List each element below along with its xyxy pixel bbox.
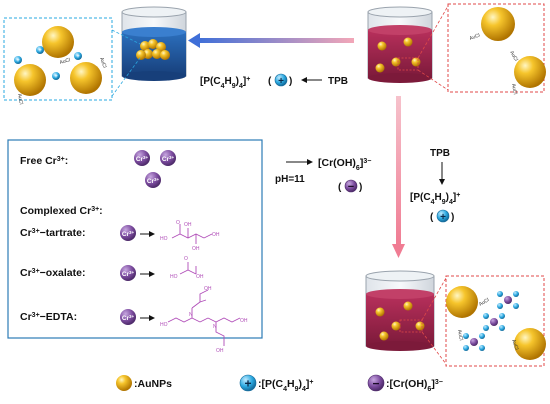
ion-pair-cluster — [483, 313, 505, 331]
oxalate-structure — [179, 262, 197, 275]
svg-text:OH: OH — [192, 246, 200, 252]
legend-minus-icon — [367, 374, 385, 392]
svg-text:+: + — [440, 212, 446, 223]
legend: :AuNPs + :[P(C4H9)4]+ − :[Cr(OH)6]3− — [116, 374, 443, 393]
legend-plus-icon — [239, 374, 257, 392]
arrow-redispersion — [392, 96, 405, 258]
svg-text:AuCl: AuCl — [508, 50, 519, 62]
ligand-label: AuCl — [508, 50, 519, 62]
svg-text:): ) — [359, 182, 362, 193]
svg-text:AuCl: AuCl — [510, 339, 519, 351]
dispersed-aunps-bottom — [375, 301, 425, 341]
legend-anion: :[Cr(OH)6]3− — [386, 378, 443, 393]
svg-text:HO: HO — [160, 322, 168, 328]
ligand-label: AuCl — [510, 339, 519, 351]
ligand-label: AuCl — [510, 83, 518, 95]
top-reagent-label: [P(C4H9)4]+ ( + ) TPB — [200, 73, 348, 90]
svg-text:TPB: TPB — [430, 148, 450, 159]
svg-text:): ) — [451, 212, 454, 223]
svg-text:+: + — [16, 58, 20, 64]
zoom-box-aggregated: + + + + AuCl AuCl AuCl — [3, 17, 141, 105]
aggregated-aunps — [136, 39, 170, 60]
svg-text:AuCl: AuCl — [478, 297, 490, 308]
svg-text:OH: OH — [212, 232, 220, 238]
arrow-aggregation — [188, 33, 354, 48]
svg-text:AuCl: AuCl — [16, 93, 24, 105]
legend-aunp-icon — [116, 375, 132, 391]
chromium-hydroxide-label: [Cr(OH)6]3− — [318, 157, 371, 172]
svg-text:): ) — [289, 76, 292, 87]
beaker-blue — [121, 6, 187, 81]
svg-text:AuCl: AuCl — [98, 57, 107, 69]
row-oxalate-label: Cr3+−oxalate: — [20, 267, 85, 279]
svg-text:AuCl: AuCl — [510, 83, 518, 95]
dispersed-aunps — [375, 37, 421, 73]
tpb-top: TPB — [328, 76, 348, 87]
svg-text:(: ( — [430, 212, 434, 223]
svg-text:O: O — [176, 220, 180, 226]
svg-text:(: ( — [338, 182, 342, 193]
svg-text:AuCl: AuCl — [59, 57, 71, 66]
zoom-box-dispersed-bottom: AuCl AuCl AuCl — [421, 275, 546, 367]
ligand-label: AuCl — [469, 33, 481, 42]
svg-text:AuCl: AuCl — [456, 329, 464, 341]
svg-text:OH: OH — [196, 274, 204, 280]
svg-text:(: ( — [268, 76, 272, 87]
svg-text:+: + — [244, 377, 251, 391]
svg-text:HO: HO — [170, 274, 178, 280]
zoom-box-dispersed-top: AuCl AuCl AuCl — [417, 3, 546, 95]
svg-text:+: + — [278, 76, 284, 87]
svg-text:N: N — [213, 324, 217, 330]
ligand-label: AuCl — [98, 57, 107, 69]
svg-text:OH: OH — [204, 286, 212, 292]
svg-text:OH: OH — [240, 318, 248, 324]
free-cr-title: Free Cr3+: — [20, 155, 68, 167]
ligand-label: AuCl — [59, 57, 71, 66]
ligand-label: AuCl — [456, 329, 464, 341]
ph-label: pH=11 — [275, 174, 305, 185]
svg-text:+: + — [38, 48, 42, 54]
svg-text:Cr3+: Cr3+ — [122, 270, 135, 279]
legend-aunps: :AuNPs — [134, 378, 172, 390]
beaker-red-bottom — [365, 270, 435, 351]
legend-cation: :[P(C4H9)4]+ — [258, 378, 313, 393]
ion-pair-cluster — [497, 291, 519, 309]
svg-text:+: + — [76, 54, 80, 60]
svg-text:Cr3+: Cr3+ — [162, 155, 175, 164]
species-box: Free Cr3+: Cr3+ Cr3+ Cr3+ Complexed Cr3+… — [7, 139, 263, 354]
svg-text:OH: OH — [216, 348, 224, 354]
svg-text:[P(C4H9)4]+: [P(C4H9)4]+ — [200, 76, 250, 90]
complexed-cr-title: Complexed Cr3+: — [20, 205, 103, 217]
free-cr-ions: Cr3+ Cr3+ Cr3+ — [134, 150, 176, 188]
svg-text:−: − — [372, 377, 379, 391]
ligand-label: AuCl — [478, 297, 490, 308]
row-tartrate-label: Cr3+−tartrate: — [20, 227, 85, 239]
tartrate-structure — [171, 224, 213, 244]
svg-text:Cr3+: Cr3+ — [147, 177, 160, 186]
svg-text:OH: OH — [184, 222, 192, 228]
beaker-red-top — [367, 6, 433, 83]
svg-text:AuCl: AuCl — [469, 33, 481, 42]
svg-text:Cr3+: Cr3+ — [122, 230, 135, 239]
svg-text:Cr3+: Cr3+ — [122, 314, 135, 323]
svg-text:N: N — [189, 312, 193, 318]
svg-text:HO: HO — [160, 236, 168, 242]
ligand-label: AuCl — [16, 93, 24, 105]
row-edta-label: Cr3+−EDTA: — [20, 311, 77, 323]
tpb-right: TPB [P(C4H9)4]+ ( + ) — [410, 148, 460, 223]
ion-pair-cluster — [463, 333, 485, 351]
svg-text:O: O — [184, 256, 188, 262]
svg-text:−: − — [348, 181, 354, 193]
edta-structure — [167, 289, 241, 346]
svg-text:[P(C4H9)4]+: [P(C4H9)4]+ — [410, 192, 460, 206]
svg-text:Cr3+: Cr3+ — [136, 155, 149, 164]
svg-text:+: + — [54, 74, 58, 80]
hydroxide-reaction: pH=11 [Cr(OH)6]3− ( − ) — [275, 157, 371, 193]
